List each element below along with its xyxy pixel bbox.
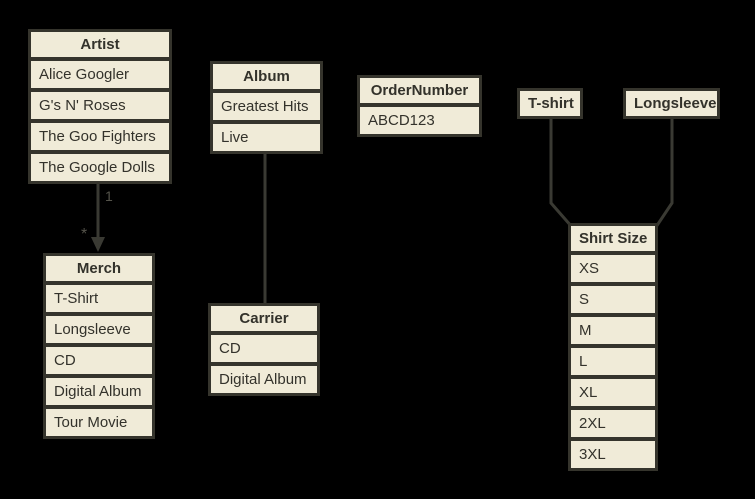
entity-ordernumber-title: OrderNumber <box>360 78 479 103</box>
entity-shirtsize-row: XL <box>571 379 655 406</box>
entity-longsleeve[interactable]: Longsleeve <box>623 88 720 119</box>
entity-merch-row: Longsleeve <box>46 316 152 343</box>
entity-shirtsize-row: 2XL <box>571 410 655 437</box>
entity-longsleeve-title: Longsleeve <box>626 91 717 116</box>
entity-artist-row: Alice Googler <box>31 61 169 88</box>
entity-shirtsize-row: L <box>571 348 655 375</box>
entity-album-row: Greatest Hits <box>213 93 320 120</box>
entity-carrier-row: Digital Album <box>211 366 317 393</box>
entity-merch[interactable]: Merch T-Shirt Longsleeve CD Digital Albu… <box>43 253 155 439</box>
entity-artist[interactable]: Artist Alice Googler G's N' Roses The Go… <box>28 29 172 184</box>
entity-shirtsize-row: S <box>571 286 655 313</box>
entity-tshirt[interactable]: T-shirt <box>517 88 583 119</box>
entity-shirtsize-title: Shirt Size <box>571 226 655 251</box>
entity-ordernumber-row: ABCD123 <box>360 107 479 134</box>
entity-shirtsize-row: XS <box>571 255 655 282</box>
entity-shirtsize[interactable]: Shirt Size XS S M L XL 2XL 3XL <box>568 223 658 471</box>
entity-carrier-row: CD <box>211 335 317 362</box>
entity-carrier[interactable]: Carrier CD Digital Album <box>208 303 320 396</box>
arrowhead-artist-merch-icon <box>91 237 105 252</box>
multiplicity-many-label: * <box>81 226 88 243</box>
connector-longsleeve-shirtsize <box>654 118 674 228</box>
entity-tshirt-title: T-shirt <box>520 91 580 116</box>
entity-artist-row: The Google Dolls <box>31 154 169 181</box>
entity-shirtsize-row: 3XL <box>571 441 655 468</box>
entity-merch-row: T-Shirt <box>46 285 152 312</box>
entity-album[interactable]: Album Greatest Hits Live <box>210 61 323 154</box>
multiplicity-one-label: 1 <box>105 188 113 204</box>
entity-shirtsize-row: M <box>571 317 655 344</box>
entity-carrier-title: Carrier <box>211 306 317 331</box>
entity-merch-row: CD <box>46 347 152 374</box>
entity-album-title: Album <box>213 64 320 89</box>
entity-album-row: Live <box>213 124 320 151</box>
connector-tshirt-shirtsize <box>549 118 574 228</box>
entity-artist-title: Artist <box>31 32 169 57</box>
entity-merch-row: Digital Album <box>46 378 152 405</box>
entity-merch-row: Tour Movie <box>46 409 152 436</box>
entity-merch-title: Merch <box>46 256 152 281</box>
entity-ordernumber[interactable]: OrderNumber ABCD123 <box>357 75 482 137</box>
entity-artist-row: G's N' Roses <box>31 92 169 119</box>
entity-artist-row: The Goo Fighters <box>31 123 169 150</box>
